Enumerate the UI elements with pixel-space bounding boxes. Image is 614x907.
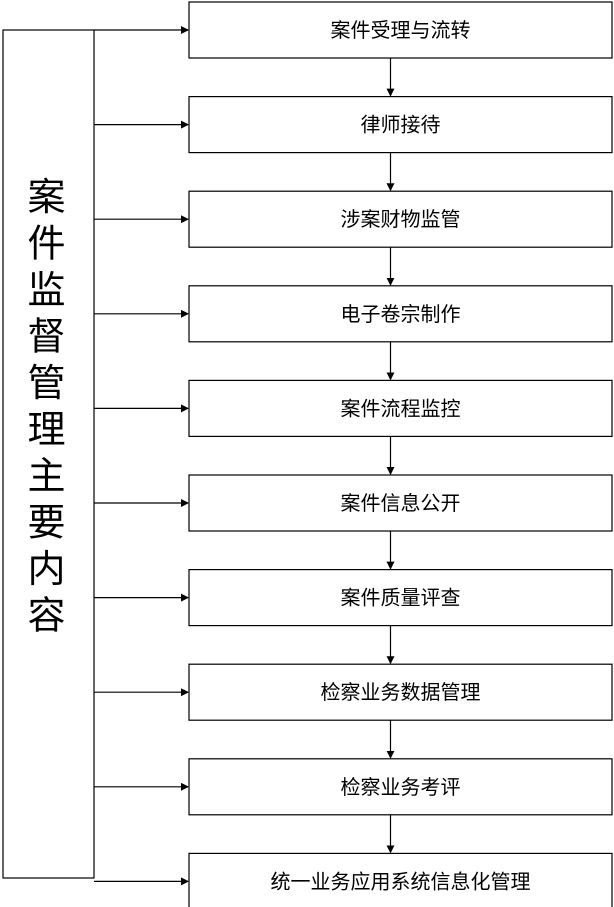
process-step: 案件质量评查 xyxy=(188,568,613,627)
main-category-char: 管 xyxy=(27,361,65,405)
process-step-label: 案件信息公开 xyxy=(341,491,461,515)
main-category-char: 要 xyxy=(27,501,65,545)
main-category-char: 理 xyxy=(27,408,65,452)
process-step-box xyxy=(188,285,613,343)
process-step: 案件流程监控 xyxy=(188,379,613,437)
process-step: 律师接待 xyxy=(188,95,613,154)
process-step-label: 涉案财物监管 xyxy=(341,207,461,231)
process-step-box xyxy=(188,379,613,437)
process-boxes: 案件受理与流转律师接待涉案财物监管电子卷宗制作案件流程监控案件信息公开案件质量评… xyxy=(188,1,613,907)
main-category-label: 案件监督管理主要内容 xyxy=(27,175,65,638)
process-step-label: 案件流程监控 xyxy=(341,396,461,420)
process-step: 案件受理与流转 xyxy=(188,1,613,59)
process-step-label: 案件受理与流转 xyxy=(331,18,471,42)
process-step: 案件信息公开 xyxy=(188,474,613,532)
main-category-char: 容 xyxy=(27,594,65,638)
process-step-label: 案件质量评查 xyxy=(341,586,461,610)
process-step: 检察业务数据管理 xyxy=(188,663,613,721)
connector-lines xyxy=(94,26,395,886)
main-category-char: 监 xyxy=(27,268,65,312)
process-step-label: 电子卷宗制作 xyxy=(341,302,461,326)
process-step-box xyxy=(188,1,613,59)
process-step: 统一业务应用系统信息化管理 xyxy=(188,852,613,907)
process-step-box xyxy=(188,568,613,627)
process-step-box xyxy=(188,852,613,907)
process-step-box xyxy=(188,663,613,721)
main-category-char: 案 xyxy=(27,175,65,219)
main-category-char: 内 xyxy=(27,547,65,591)
main-category-char: 督 xyxy=(27,315,65,359)
process-step-box xyxy=(188,758,613,816)
process-step-label: 律师接待 xyxy=(361,113,441,137)
main-category: 案件监督管理主要内容 xyxy=(2,29,95,879)
process-step: 涉案财物监管 xyxy=(188,190,613,248)
main-category-box xyxy=(2,29,95,879)
process-step: 检察业务考评 xyxy=(188,758,613,816)
process-step-label: 检察业务考评 xyxy=(341,775,461,799)
process-step-box xyxy=(188,95,613,154)
process-step: 电子卷宗制作 xyxy=(188,285,613,343)
process-step-box xyxy=(188,190,613,248)
main-category-char: 主 xyxy=(27,454,65,498)
process-step-box xyxy=(188,474,613,532)
process-step-label: 统一业务应用系统信息化管理 xyxy=(271,869,531,893)
main-category-char: 件 xyxy=(27,222,65,266)
process-step-label: 检察业务数据管理 xyxy=(321,680,481,704)
